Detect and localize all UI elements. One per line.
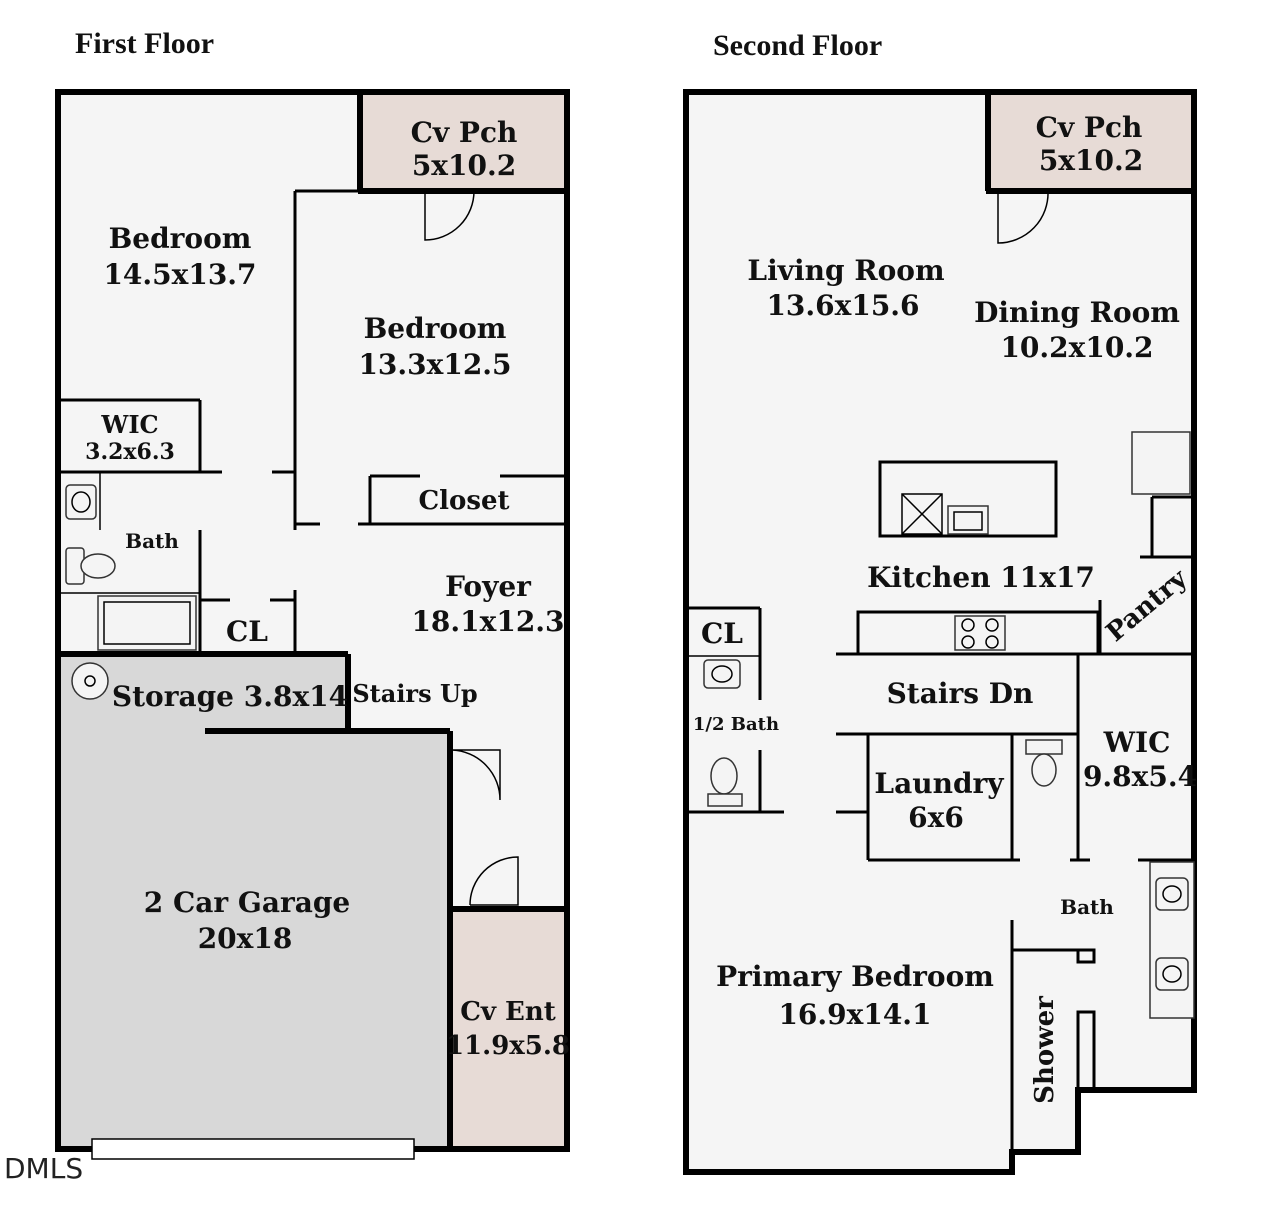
half-bath-toilet-icon: [710, 757, 738, 795]
ff-cl-name: CL: [226, 615, 268, 648]
ff-cv-pch-dims: 5x10.2: [412, 149, 516, 182]
half-bath-sink-icon: [703, 659, 741, 689]
dining-room-name: Dining Room: [974, 296, 1180, 329]
sf-wic-dims: 9.8x5.4: [1083, 760, 1197, 793]
garage-area: [58, 654, 450, 1149]
storage-name: Storage 3.8x14: [112, 680, 348, 713]
ff-cv-pch-area: [360, 92, 567, 191]
foyer-name: Foyer: [445, 570, 532, 603]
primary-bedroom-name: Primary Bedroom: [716, 960, 994, 993]
second-floor-outline: [683, 89, 1197, 1175]
foyer-dims: 18.1x12.3: [411, 605, 564, 638]
living-room-dims: 13.6x15.6: [766, 289, 919, 322]
sf-cv-pch-area: [988, 92, 1194, 191]
ff-wic-name: WIC: [100, 410, 158, 439]
first-floor-title: First Floor: [75, 27, 214, 60]
watermark-logo: DMLS: [4, 1152, 83, 1185]
refrigerator-icon: [1131, 431, 1191, 495]
porch-door: [424, 190, 475, 241]
bathtub-icon: [97, 595, 197, 651]
bedroom-b-name: Bedroom: [364, 312, 507, 345]
ff-wic-dims: 3.2x6.3: [85, 439, 175, 465]
stairs-up-name: Stairs Up: [352, 679, 477, 708]
second-floor-title: Second Floor: [713, 29, 882, 62]
living-room-name: Living Room: [747, 254, 944, 287]
kitchen-island: [878, 460, 1058, 538]
laundry-name: Laundry: [874, 767, 1004, 800]
second-floor-area: [686, 92, 1194, 1172]
half-bath-name: 1/2 Bath: [693, 714, 779, 735]
ff-bath-name: Bath: [125, 529, 179, 553]
bedroom-b-dims: 13.3x12.5: [358, 348, 511, 381]
second-floor: Second Floor: [683, 29, 1197, 1175]
ff-cv-ent-area: [450, 909, 567, 1149]
dining-room-dims: 10.2x10.2: [1000, 331, 1153, 364]
vanity-sink-2-icon: [1155, 957, 1189, 991]
primary-bedroom-dims: 16.9x14.1: [778, 998, 931, 1031]
bath-toilet-icon: [1031, 753, 1057, 787]
garage-door: [91, 1138, 415, 1160]
sf-wic-name: WIC: [1103, 726, 1171, 759]
garage-name: 2 Car Garage: [144, 886, 351, 919]
sf-cl-name: CL: [701, 617, 743, 650]
stairs-dn-name: Stairs Dn: [887, 677, 1034, 710]
bedroom-a-name: Bedroom: [109, 222, 252, 255]
laundry-dims: 6x6: [908, 801, 964, 834]
closet-name: Closet: [418, 486, 509, 516]
garage-dims: 20x18: [198, 922, 293, 955]
ff-cv-pch-name: Cv Pch: [411, 116, 518, 149]
sf-cv-pch-name: Cv Pch: [1036, 111, 1143, 144]
sf-cv-pch-dims: 5x10.2: [1039, 144, 1143, 177]
dishwasher-icon: [901, 493, 943, 535]
cv-ent-name: Cv Ent: [460, 997, 556, 1027]
sf-bath-name: Bath: [1060, 895, 1114, 919]
water-heater-icon: [71, 662, 109, 700]
shower-name: Shower: [1030, 996, 1060, 1104]
cv-ent-dims: 11.9x5.8: [446, 1031, 570, 1061]
first-floor: First Floor: [55, 27, 570, 1160]
vanity-sink-1-icon: [1155, 877, 1189, 911]
kitchen-name: Kitchen 11x17: [867, 561, 1095, 594]
bath-sink-icon: [65, 484, 97, 520]
bedroom-a-dims: 14.5x13.7: [103, 258, 256, 291]
